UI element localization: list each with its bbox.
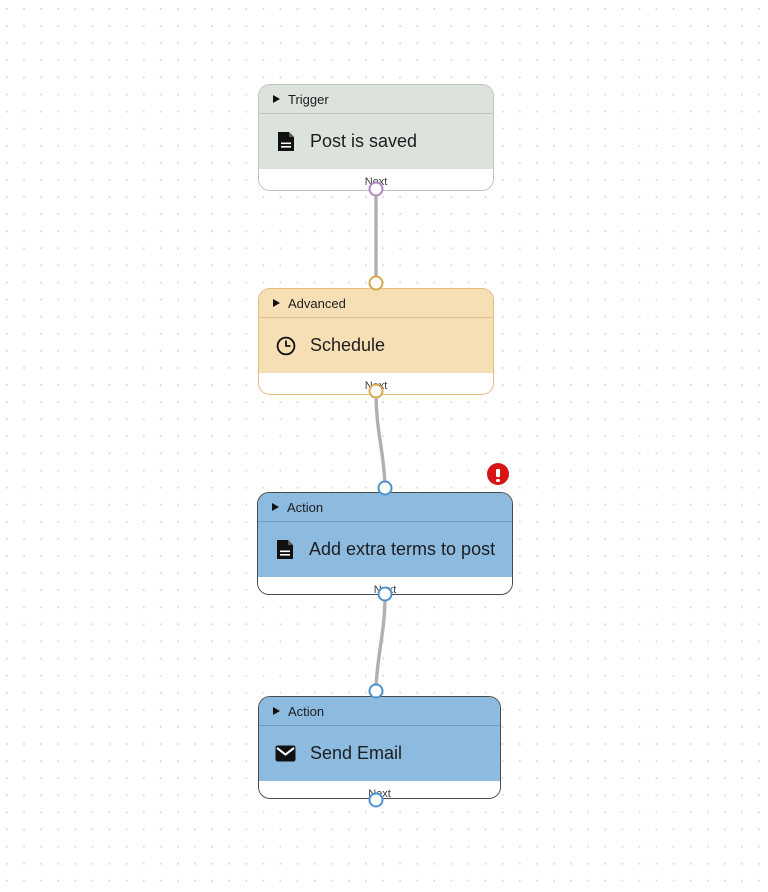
node-divider (259, 317, 493, 318)
node-divider (259, 725, 500, 726)
port-action1-in[interactable] (377, 480, 393, 496)
edge-advanced-to-action1 (374, 392, 387, 488)
edge-action1-to-action2 (374, 595, 387, 691)
node-kind-label: Action (288, 703, 325, 719)
node-action-add-extra-terms-to-post[interactable]: Action Add extra terms to post Next (257, 492, 513, 595)
node-body[interactable]: Send Email (259, 726, 500, 781)
node-divider (259, 113, 493, 114)
port-action1-out[interactable] (377, 586, 393, 602)
chevron-right-icon[interactable] (273, 95, 280, 103)
node-kind-label: Trigger (288, 91, 329, 107)
node-header[interactable]: Trigger (259, 85, 493, 113)
document-icon (274, 539, 295, 561)
node-title: Schedule (310, 335, 386, 355)
error-badge-icon[interactable] (487, 463, 509, 485)
node-body[interactable]: Post is saved (259, 114, 493, 169)
chevron-right-icon[interactable] (273, 299, 280, 307)
node-header[interactable]: Action (259, 697, 500, 725)
node-action-send-email[interactable]: Action Send Email Next (258, 696, 501, 799)
chevron-right-icon[interactable] (272, 503, 279, 511)
chevron-right-icon[interactable] (273, 707, 280, 715)
clock-icon (275, 335, 296, 357)
envelope-icon (275, 743, 296, 765)
node-kind-label: Action (287, 499, 324, 515)
document-icon (275, 131, 296, 153)
node-title: Send Email (310, 743, 403, 763)
exclamation-glyph (496, 469, 501, 483)
port-advanced-out[interactable] (368, 383, 384, 399)
node-body[interactable]: Schedule (259, 318, 493, 373)
node-title: Add extra terms to post (309, 539, 496, 559)
node-body[interactable]: Add extra terms to post (258, 522, 512, 577)
node-header[interactable]: Action (258, 493, 512, 521)
port-action2-in[interactable] (368, 683, 384, 699)
port-trigger-out[interactable] (368, 181, 384, 197)
node-title: Post is saved (310, 131, 418, 151)
node-trigger-post-is-saved[interactable]: Trigger Post is saved Next (258, 84, 494, 191)
node-kind-label: Advanced (288, 295, 346, 311)
node-advanced-schedule[interactable]: Advanced Schedule Next (258, 288, 494, 395)
port-action2-out[interactable] (368, 792, 384, 808)
node-divider (258, 521, 512, 522)
port-advanced-in[interactable] (368, 275, 384, 291)
node-header[interactable]: Advanced (259, 289, 493, 317)
